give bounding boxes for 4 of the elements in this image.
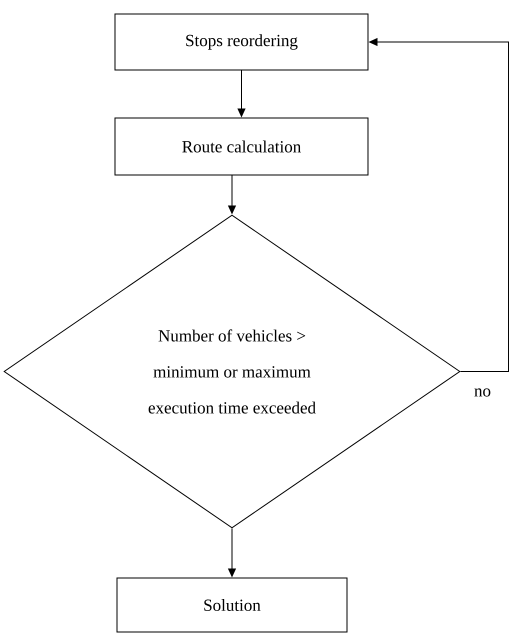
process-box: Solution	[116, 578, 348, 632]
edge-label: no	[474, 388, 490, 397]
process-box: Stops reordering	[114, 14, 368, 70]
process-box: Route calculation	[114, 118, 368, 176]
